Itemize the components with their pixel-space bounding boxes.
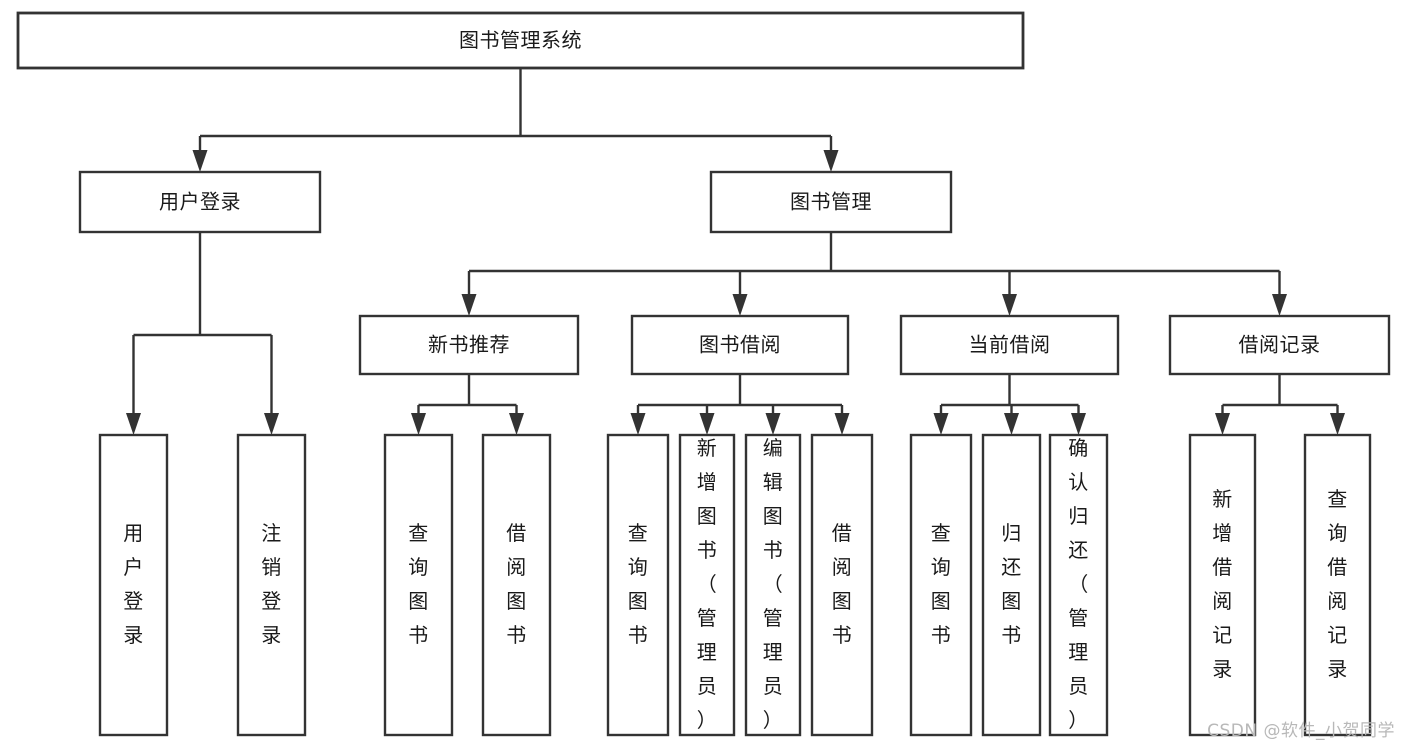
- node-label-leaf-query-book-1: 查询图书: [408, 521, 429, 647]
- node-new-book-rec[interactable]: 新书推荐: [358, 314, 580, 376]
- node-box-current-borrow[interactable]: [899, 314, 1120, 376]
- node-box-leaf-query-record[interactable]: [1303, 433, 1372, 737]
- node-label-leaf-user-login: 用户登录: [123, 521, 144, 647]
- node-box-book-manage[interactable]: [709, 170, 953, 234]
- node-box-leaf-edit-book[interactable]: [744, 433, 802, 737]
- node-user-login[interactable]: 用户登录: [78, 170, 322, 234]
- connector-edge-user-login-split: [126, 232, 279, 435]
- node-leaf-borrow-book-1[interactable]: 借阅图书: [481, 433, 552, 737]
- node-root[interactable]: 图书管理系统: [16, 11, 1025, 70]
- node-box-leaf-borrow-book-1[interactable]: [481, 433, 552, 737]
- node-leaf-logout[interactable]: 注销登录: [236, 433, 307, 737]
- nodes-layer: 图书管理系统用户登录图书管理新书推荐图书借阅当前借阅借阅记录用户登录注销登录查询…: [16, 11, 1391, 737]
- node-label-leaf-logout: 注销登录: [261, 521, 282, 647]
- node-label-user-login: 用户登录: [159, 190, 241, 214]
- node-borrow-record[interactable]: 借阅记录: [1168, 314, 1391, 376]
- node-box-leaf-add-book[interactable]: [678, 433, 736, 737]
- node-box-borrow-record[interactable]: [1168, 314, 1391, 376]
- node-book-borrow[interactable]: 图书借阅: [630, 314, 850, 376]
- node-leaf-query-book-3[interactable]: 查询图书: [909, 433, 973, 737]
- node-label-leaf-borrow-book-1: 借阅图书: [506, 521, 527, 647]
- node-box-leaf-query-book-1[interactable]: [383, 433, 454, 737]
- node-label-leaf-confirm-return: 确认归还（管理员）: [1068, 436, 1089, 732]
- node-leaf-query-book-2[interactable]: 查询图书: [606, 433, 670, 737]
- node-box-leaf-confirm-return[interactable]: [1048, 433, 1109, 737]
- node-label-borrow-record: 借阅记录: [1239, 333, 1321, 357]
- node-book-manage[interactable]: 图书管理: [709, 170, 953, 234]
- node-leaf-confirm-return[interactable]: 确认归还（管理员）: [1048, 433, 1109, 737]
- node-leaf-query-book-1[interactable]: 查询图书: [383, 433, 454, 737]
- connector-edge-current-borrow-split: [933, 374, 1086, 435]
- node-label-leaf-query-book-3: 查询图书: [931, 521, 952, 647]
- node-leaf-add-record[interactable]: 新增借阅记录: [1188, 433, 1257, 737]
- edges-layer: [126, 68, 1345, 435]
- node-label-book-borrow: 图书借阅: [699, 333, 781, 357]
- node-box-leaf-query-book-3[interactable]: [909, 433, 973, 737]
- node-label-leaf-add-book: 新增图书（管理员）: [697, 436, 718, 732]
- node-box-new-book-rec[interactable]: [358, 314, 580, 376]
- node-box-book-borrow[interactable]: [630, 314, 850, 376]
- node-leaf-edit-book[interactable]: 编辑图书（管理员）: [744, 433, 802, 737]
- node-label-current-borrow: 当前借阅: [969, 333, 1051, 357]
- node-current-borrow[interactable]: 当前借阅: [899, 314, 1120, 376]
- node-box-leaf-query-book-2[interactable]: [606, 433, 670, 737]
- connector-edge-root-split: [192, 68, 839, 172]
- node-label-new-book-rec: 新书推荐: [428, 333, 510, 357]
- node-leaf-return-book[interactable]: 归还图书: [981, 433, 1042, 737]
- connector-edge-book-borrow-split: [630, 374, 850, 435]
- node-leaf-add-book[interactable]: 新增图书（管理员）: [678, 433, 736, 737]
- node-box-user-login[interactable]: [78, 170, 322, 234]
- node-label-book-manage: 图书管理: [790, 190, 872, 214]
- node-label-root: 图书管理系统: [459, 28, 582, 52]
- node-label-leaf-query-record: 查询借阅记录: [1327, 487, 1348, 681]
- node-box-leaf-add-record[interactable]: [1188, 433, 1257, 737]
- node-label-leaf-edit-book: 编辑图书（管理员）: [763, 436, 784, 732]
- connector-edge-borrow-record-split: [1215, 374, 1345, 435]
- node-box-root[interactable]: [16, 11, 1025, 70]
- node-label-leaf-return-book: 归还图书: [1001, 521, 1022, 647]
- node-label-leaf-borrow-book-2: 借阅图书: [832, 521, 853, 647]
- node-leaf-query-record[interactable]: 查询借阅记录: [1303, 433, 1372, 737]
- node-leaf-user-login[interactable]: 用户登录: [98, 433, 169, 737]
- node-box-leaf-user-login[interactable]: [98, 433, 169, 737]
- node-box-leaf-borrow-book-2[interactable]: [810, 433, 874, 737]
- node-label-leaf-add-record: 新增借阅记录: [1212, 487, 1233, 681]
- node-box-leaf-return-book[interactable]: [981, 433, 1042, 737]
- node-leaf-borrow-book-2[interactable]: 借阅图书: [810, 433, 874, 737]
- node-label-leaf-query-book-2: 查询图书: [628, 521, 649, 647]
- connector-edge-new-book-rec-split: [411, 374, 524, 435]
- connector-edge-book-manage-split: [461, 232, 1287, 316]
- node-box-leaf-logout[interactable]: [236, 433, 307, 737]
